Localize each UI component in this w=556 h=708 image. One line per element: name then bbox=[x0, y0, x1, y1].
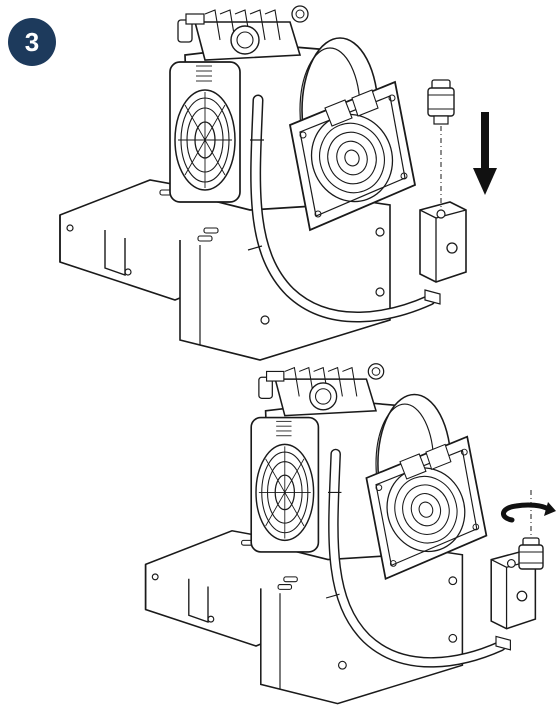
pump-assembly-illustration bbox=[60, 6, 466, 360]
pump-assembly-illustration bbox=[146, 364, 536, 704]
filter-component-icon bbox=[427, 79, 455, 125]
straight-down-arrow-icon bbox=[473, 112, 497, 195]
step-number-badge: 3 bbox=[8, 18, 56, 66]
rotate-clockwise-arrow-icon bbox=[501, 502, 556, 523]
filter-installed-icon bbox=[518, 537, 544, 570]
panel-insert-component bbox=[60, 6, 497, 360]
panel-tighten-component bbox=[146, 364, 556, 704]
